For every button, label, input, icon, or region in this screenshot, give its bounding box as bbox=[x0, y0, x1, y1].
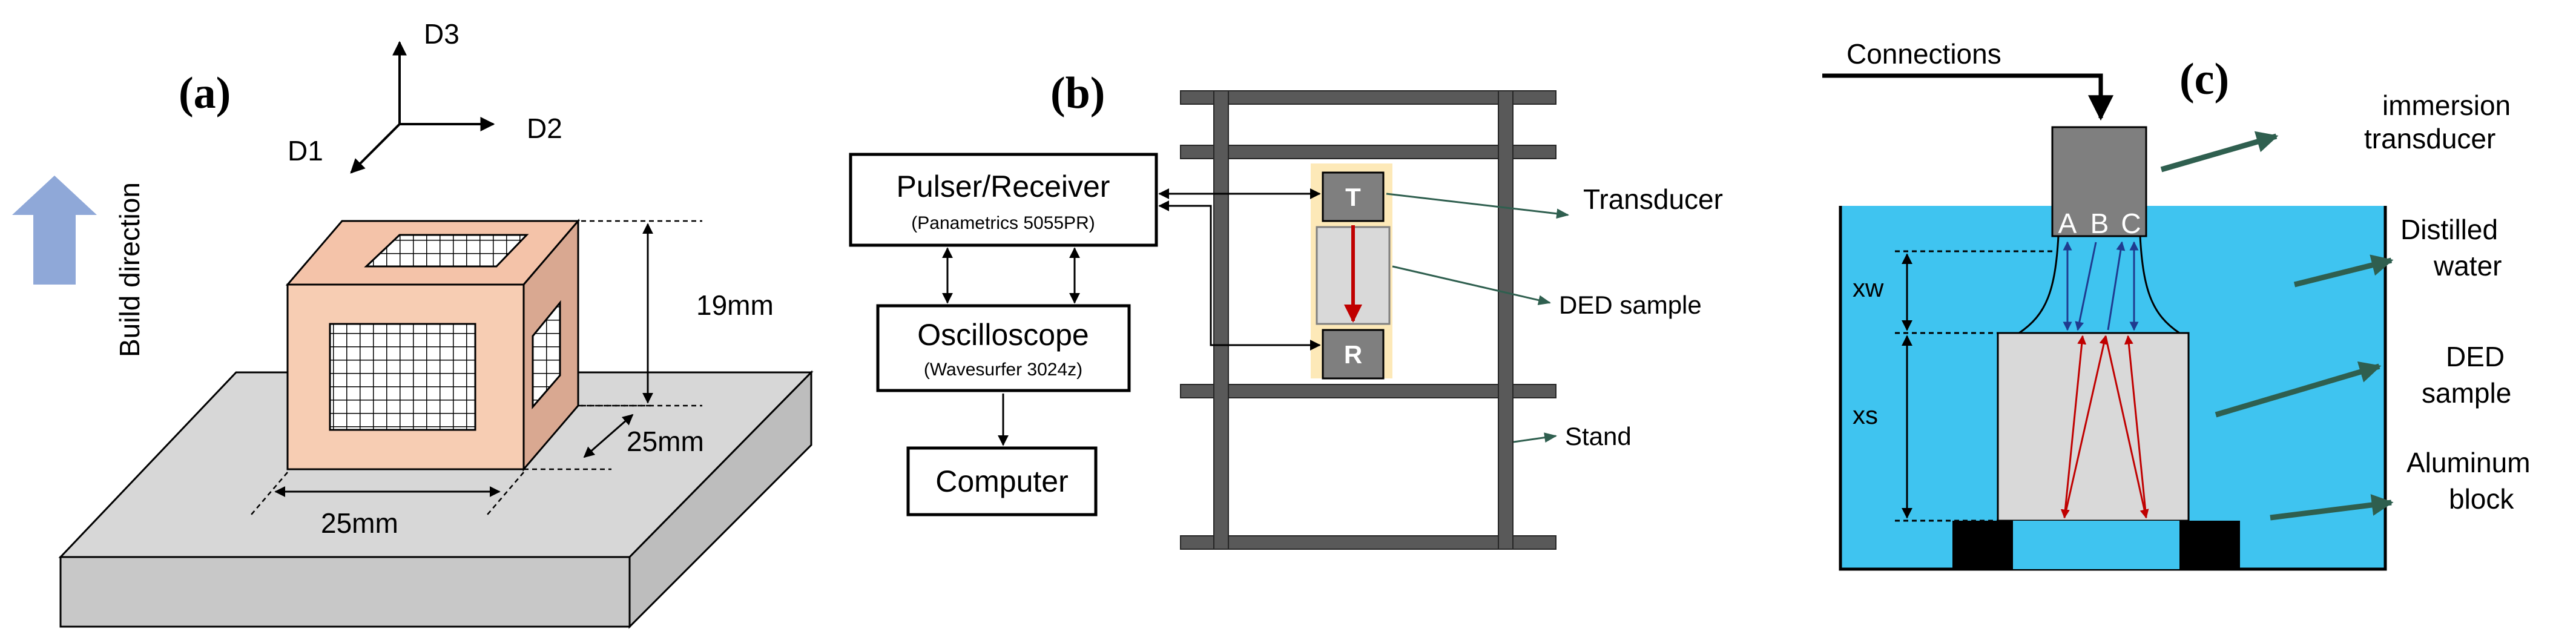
d1-axis bbox=[350, 123, 401, 174]
panel-c-label: (c) bbox=[2179, 54, 2229, 104]
immersion-transducer-box bbox=[2051, 126, 2147, 237]
height-dimension: 19mm bbox=[696, 289, 774, 321]
stand bbox=[1180, 90, 1556, 550]
water-label-2: water bbox=[2433, 250, 2502, 282]
dimensions: 19mm 25mm 25mm bbox=[251, 220, 774, 539]
beam-edge-right bbox=[2139, 236, 2180, 334]
ded-sample-label-b: DED sample bbox=[1559, 291, 1702, 319]
water-path-rays bbox=[2063, 241, 2139, 331]
d3-label: D3 bbox=[424, 18, 460, 50]
sample-label-c-2: sample bbox=[2422, 377, 2511, 409]
build-direction-arrow-icon bbox=[12, 176, 97, 285]
point-c: C bbox=[2121, 208, 2141, 239]
path-dimensions bbox=[1895, 250, 2052, 522]
point-b: B bbox=[2090, 208, 2109, 239]
panel-b: (b) T R Pulser/Receiver (Panametrics 505… bbox=[849, 68, 1723, 550]
aluminum-label-1: Aluminum bbox=[2406, 447, 2531, 478]
panel-b-label: (b) bbox=[1050, 68, 1105, 118]
xs-label: xs bbox=[1853, 401, 1878, 429]
width-dimension: 25mm bbox=[321, 507, 398, 539]
water-label-1: Distilled bbox=[2400, 214, 2498, 245]
stand-label: Stand bbox=[1565, 422, 1632, 450]
panel-a: (a) D3 D2 D1 Build direction bbox=[12, 18, 814, 629]
computer-label: Computer bbox=[935, 464, 1069, 498]
sample-path-rays bbox=[2060, 335, 2149, 519]
immersion-label-2: transducer bbox=[2364, 123, 2495, 154]
immersion-label-1: immersion bbox=[2382, 90, 2511, 121]
ded-sample-c bbox=[1997, 332, 2190, 522]
build-direction-label: Build direction bbox=[114, 182, 145, 357]
scope-model: (Wavesurfer 3024z) bbox=[924, 360, 1082, 380]
depth-dimension: 25mm bbox=[627, 426, 704, 457]
connections-label: Connections bbox=[1846, 38, 2001, 70]
front-grid bbox=[329, 323, 476, 431]
sample-label-c-1: DED bbox=[2446, 341, 2505, 372]
build-direction: Build direction bbox=[12, 176, 145, 357]
transducer-r-label: R bbox=[1344, 340, 1362, 369]
signal-connections bbox=[942, 188, 1321, 446]
pulser-title: Pulser/Receiver bbox=[897, 170, 1110, 203]
block-support-right bbox=[2179, 521, 2240, 569]
pulser-receiver-box bbox=[849, 153, 1158, 247]
transducer-t-label: T bbox=[1345, 183, 1361, 211]
d1-label: D1 bbox=[288, 135, 323, 167]
scope-title: Oscilloscope bbox=[917, 318, 1089, 352]
panel-c-pointers bbox=[2160, 131, 2394, 521]
computer-box bbox=[906, 446, 1098, 516]
top-grid bbox=[364, 234, 529, 268]
transducer-label: Transducer bbox=[1583, 183, 1723, 215]
panel-a-label: (a) bbox=[179, 68, 231, 118]
pulser-model: (Panametrics 5055PR) bbox=[911, 213, 1095, 233]
axes-triad: D3 D2 D1 bbox=[288, 18, 562, 174]
block-support-left bbox=[1952, 521, 2013, 569]
xw-label: xw bbox=[1853, 274, 1884, 302]
point-a: A bbox=[2058, 208, 2077, 239]
side-grid bbox=[532, 300, 561, 410]
connections-wire bbox=[1822, 73, 2113, 121]
transmitter-box bbox=[1322, 171, 1385, 222]
beam-edge-left bbox=[2018, 236, 2060, 334]
receiver-box bbox=[1322, 329, 1385, 380]
oscilloscope-box bbox=[876, 304, 1131, 392]
panel-b-pointers bbox=[1386, 193, 1570, 443]
panel-c: (c) Connections A B C bbox=[1822, 38, 2531, 571]
aluminum-label-2: block bbox=[2449, 483, 2514, 515]
sample-cube bbox=[285, 218, 581, 472]
d2-label: D2 bbox=[527, 113, 562, 144]
